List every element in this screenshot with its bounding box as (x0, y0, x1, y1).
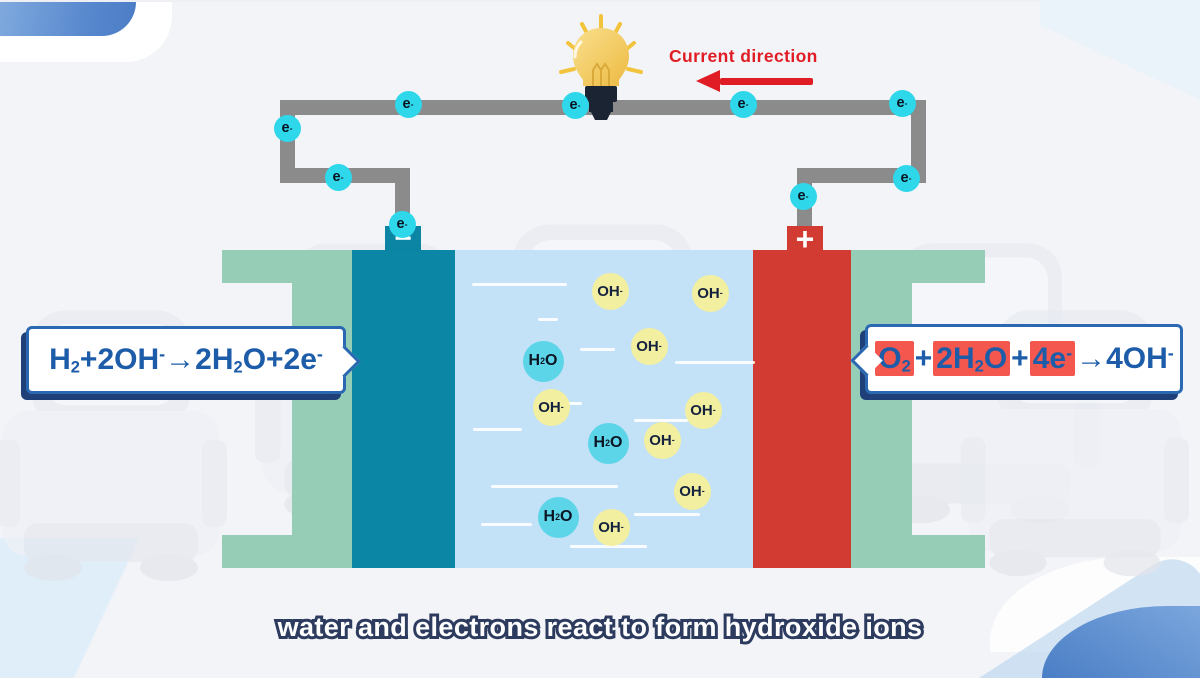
electron-icon: e- (324, 163, 352, 191)
cathode-equation-box: O2+2H2O+4e-→4OH- (850, 324, 1183, 394)
current-direction-arrow (720, 78, 813, 85)
oh-ion: OH- (643, 421, 681, 459)
oh-ion: OH- (684, 391, 722, 429)
oh-ion: OH- (691, 274, 729, 312)
subtitle-text: water and electrons react to form hydrox… (277, 612, 923, 642)
cathode-equation: O2+2H2O+4e-→4OH- (874, 340, 1174, 377)
equation-group: H2+2OH-→2H2O+2e- (49, 342, 323, 377)
electron-icon: e- (388, 210, 416, 238)
electron-icon: e- (729, 90, 757, 118)
top-edge-strip (0, 0, 1200, 2)
electrolyte-dash (538, 318, 558, 321)
plus-symbol: + (795, 221, 815, 257)
circuit-wire-right-vertical (911, 100, 926, 183)
equation-group: + (914, 341, 933, 375)
electron-icon: e- (892, 164, 920, 192)
electron-icon: e- (888, 89, 916, 117)
cell-container-right-spine (851, 250, 912, 568)
positive-terminal: + (787, 221, 823, 257)
electrolyte-dash (491, 485, 618, 488)
top-left-ribbon-blue (0, 2, 136, 36)
equation-highlight-group: 4e- (1029, 340, 1076, 376)
cell-container-right-bottom-arm (851, 535, 985, 568)
subtitle-caption: water and electrons react to form hydrox… (0, 609, 1200, 645)
cell-container-left-bottom-arm (222, 535, 352, 568)
current-direction-label: Current direction (669, 46, 818, 66)
anode-equation-box: H2+2OH-→2H2O+2e- (26, 326, 361, 394)
electrolyte-dash (473, 428, 522, 431)
electrolyte-dash (634, 419, 688, 422)
electrolyte-dash (634, 513, 700, 516)
lightbulb-icon (559, 14, 643, 120)
cell-container-left-top-arm (222, 250, 352, 283)
oh-ion: OH- (673, 472, 711, 510)
equation-group: →4OH- (1076, 341, 1174, 375)
cell-container-right-top-arm (851, 250, 985, 283)
electrolyte-dash (472, 283, 567, 286)
electrolyte-dash (481, 523, 532, 526)
equation-highlight-group: O2 (875, 340, 914, 376)
electrolyte-dash (675, 361, 755, 364)
equation-group: + (1011, 341, 1029, 375)
negative-electrode (352, 250, 455, 568)
current-direction-arrowhead-icon (696, 70, 720, 92)
positive-electrode (753, 250, 851, 568)
electrolyte-dash (565, 402, 582, 405)
electron-icon: e- (561, 91, 589, 119)
electrolyte-dash (570, 545, 647, 548)
anode-equation: H2+2OH-→2H2O+2e- (49, 343, 323, 378)
electron-icon: e- (789, 182, 817, 210)
oh-ion: OH- (591, 272, 629, 310)
electron-icon: e- (273, 114, 301, 142)
oh-ion: OH- (532, 388, 570, 426)
electron-icon: e- (394, 90, 422, 118)
subtitle-outline: water and electrons react to form hydrox… (275, 609, 925, 645)
equation-highlight-group: 2H2O (933, 340, 1011, 376)
oh-ion: OH- (592, 508, 630, 546)
cell-container-left-spine (292, 250, 352, 568)
top-right-sheen (1040, 0, 1200, 140)
electrolyte-dash (580, 348, 615, 351)
oh-ion: OH- (630, 327, 668, 365)
